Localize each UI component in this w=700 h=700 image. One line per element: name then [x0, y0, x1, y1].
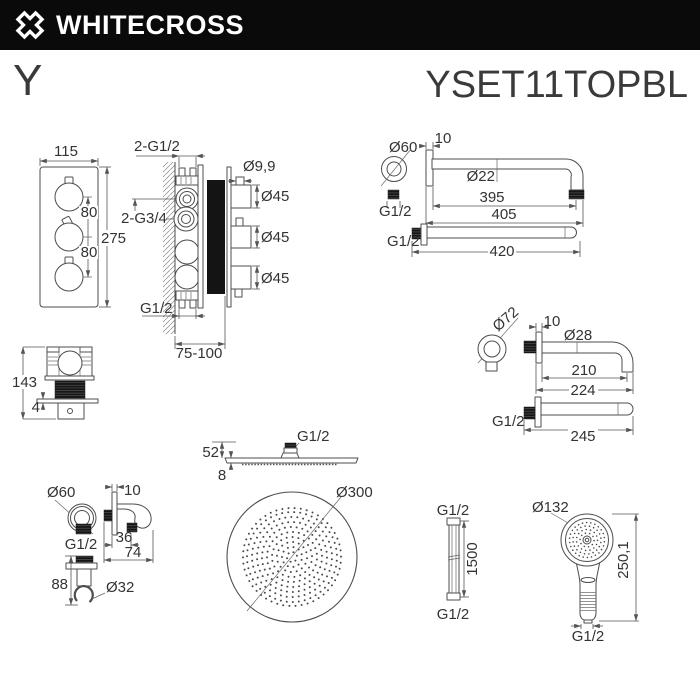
knob	[54, 176, 84, 212]
dim-spout-tube: Ø28	[564, 327, 592, 344]
dim-spout-len-tube: 210	[571, 362, 596, 379]
dim-hose-thread-bottom: G1/2	[437, 606, 470, 623]
straight-arm-tube	[426, 226, 577, 239]
hand-shower-nozzles	[568, 521, 606, 559]
dim-arm-thread-wall: G1/2	[379, 203, 412, 220]
dim-spout-thread: G1/2	[492, 413, 525, 430]
outlet-elbow-drawing: Ø60 G1/2 10 36 74	[47, 482, 154, 606]
hose-drawing: G1/2 G1/2 1500	[437, 502, 481, 623]
dim-arm-tube: Ø22	[467, 168, 495, 185]
brand-name: WHITECROSS	[56, 9, 245, 40]
faceplate	[207, 180, 225, 294]
model-number: YSET11TOPBL	[425, 64, 688, 106]
dim-arm-len-straight: 420	[489, 243, 514, 260]
dim-head-height: 52	[202, 444, 219, 461]
dim-knob2: Ø45	[261, 229, 289, 246]
series-title: Y	[13, 56, 43, 105]
dim-knob3: Ø45	[261, 270, 289, 287]
dim-knob1: Ø45	[261, 188, 289, 205]
dim-pitch-top: 80	[81, 204, 98, 221]
dim-elbow-flange-depth: 10	[124, 482, 141, 499]
dim-stem: Ø9,9	[243, 158, 276, 175]
arm-tube	[431, 158, 584, 191]
whitecross-logo-icon	[15, 10, 45, 40]
straight-spout-tube	[540, 402, 634, 416]
dim-width: 115	[54, 143, 78, 160]
dim-proj-74: 74	[125, 544, 142, 561]
dim-hand-thread: G1/2	[572, 628, 605, 645]
dim-spout-len-straight: 245	[570, 428, 595, 445]
dim-head-edge: 8	[218, 467, 226, 484]
dim-mount-depth: 75-100	[176, 345, 223, 362]
head-shower-plate	[224, 457, 359, 464]
dim-hand-length: 250,1	[615, 541, 632, 579]
dim-height-88: 88	[51, 576, 68, 593]
header-bar: WHITECROSS	[0, 0, 700, 50]
hand-shower-drawing: Ø132 G1/2 250,1	[532, 499, 639, 645]
holder-arm	[116, 503, 152, 529]
dim-pitch-bottom: 80	[81, 244, 98, 261]
holder-hook	[73, 584, 94, 603]
dim-valve-depth: 143	[12, 374, 37, 391]
dim-bottom-port: G1/2	[140, 300, 173, 317]
dim-elbow-thread: G1/2	[65, 536, 98, 553]
dim-top-ports: 2-G1/2	[134, 138, 180, 155]
dim-plate-thickness: 4	[32, 399, 40, 416]
dim-holder-diameter: Ø32	[106, 579, 134, 596]
wall-spout-drawing: Ø72 10 Ø28 210 224	[477, 304, 634, 445]
dim-arm-flange-depth: 10	[435, 130, 452, 147]
dim-arm-len-total: 405	[491, 206, 516, 223]
dim-spout-len-total: 224	[570, 382, 595, 399]
dim-arm-len-tube: 395	[479, 189, 504, 206]
knob	[54, 215, 84, 252]
dim-hose-length: 1500	[464, 542, 481, 575]
head-shower-drawing: G1/2 52 8 Ø300	[202, 428, 373, 623]
spout-tube	[541, 341, 634, 373]
dim-elbow-flange: Ø60	[47, 484, 75, 501]
dim-proj-36: 36	[116, 529, 133, 546]
shower-arm-drawing: Ø60 G1/2 10 Ø22 395 405	[379, 130, 585, 260]
wall-hatch	[163, 162, 175, 334]
dim-hose-thread-top: G1/2	[437, 502, 470, 519]
handle-grip	[580, 590, 596, 612]
dim-hand-diameter: Ø132	[532, 499, 569, 516]
thermostat-side-view: 2-G1/2 2-G3/4 Ø9,9 Ø45 Ø45 Ø45	[120, 138, 289, 362]
dim-spout-flange-depth: 10	[544, 313, 561, 330]
head-shower-nozzles	[242, 507, 342, 607]
dim-head-diameter: Ø300	[336, 484, 373, 501]
dim-arm-flange: Ø60	[389, 139, 417, 156]
dim-arm-thread-straight: G1/2	[387, 233, 420, 250]
knob	[54, 256, 84, 292]
valve-depth-view: 143 4	[11, 346, 99, 420]
dim-mid-ports: 2-G3/4	[121, 210, 167, 227]
hand-shower-head	[560, 513, 614, 567]
dim-head-thread: G1/2	[297, 428, 330, 445]
dim-height: 275	[101, 230, 126, 247]
thermostat-front-view: 115 275 80 80	[39, 143, 126, 308]
